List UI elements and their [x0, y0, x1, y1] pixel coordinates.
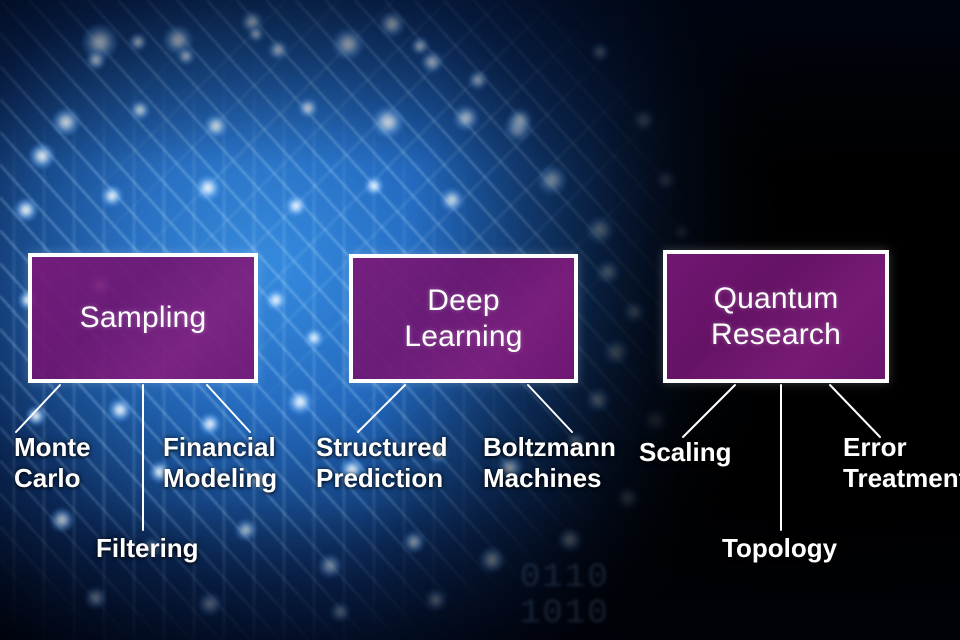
leaf-label-topology[interactable]: Topology: [722, 533, 838, 563]
leaf-label-error-treatment[interactable]: Error Treatment: [843, 432, 960, 494]
leaf-label-filtering[interactable]: Filtering: [96, 533, 199, 563]
leaf-label-boltzmann-machines[interactable]: Boltzmann Machines: [483, 432, 616, 494]
leaf-label-structured-prediction[interactable]: Structured Prediction: [316, 432, 448, 494]
leaf-label-monte-carlo[interactable]: Monte Carlo: [14, 432, 91, 494]
category-label-deep-learning: Deep Learning: [404, 284, 523, 353]
category-label-quantum-research: Quantum Research: [711, 282, 841, 351]
category-box-quantum-research[interactable]: Quantum Research: [663, 250, 889, 383]
category-box-sampling[interactable]: Sampling: [28, 253, 258, 383]
category-label-sampling: Sampling: [79, 301, 207, 335]
category-box-deep-learning[interactable]: Deep Learning: [349, 254, 578, 383]
leaf-label-financial-modeling[interactable]: Financial Modeling: [163, 432, 278, 494]
leaf-label-scaling[interactable]: Scaling: [639, 437, 732, 467]
